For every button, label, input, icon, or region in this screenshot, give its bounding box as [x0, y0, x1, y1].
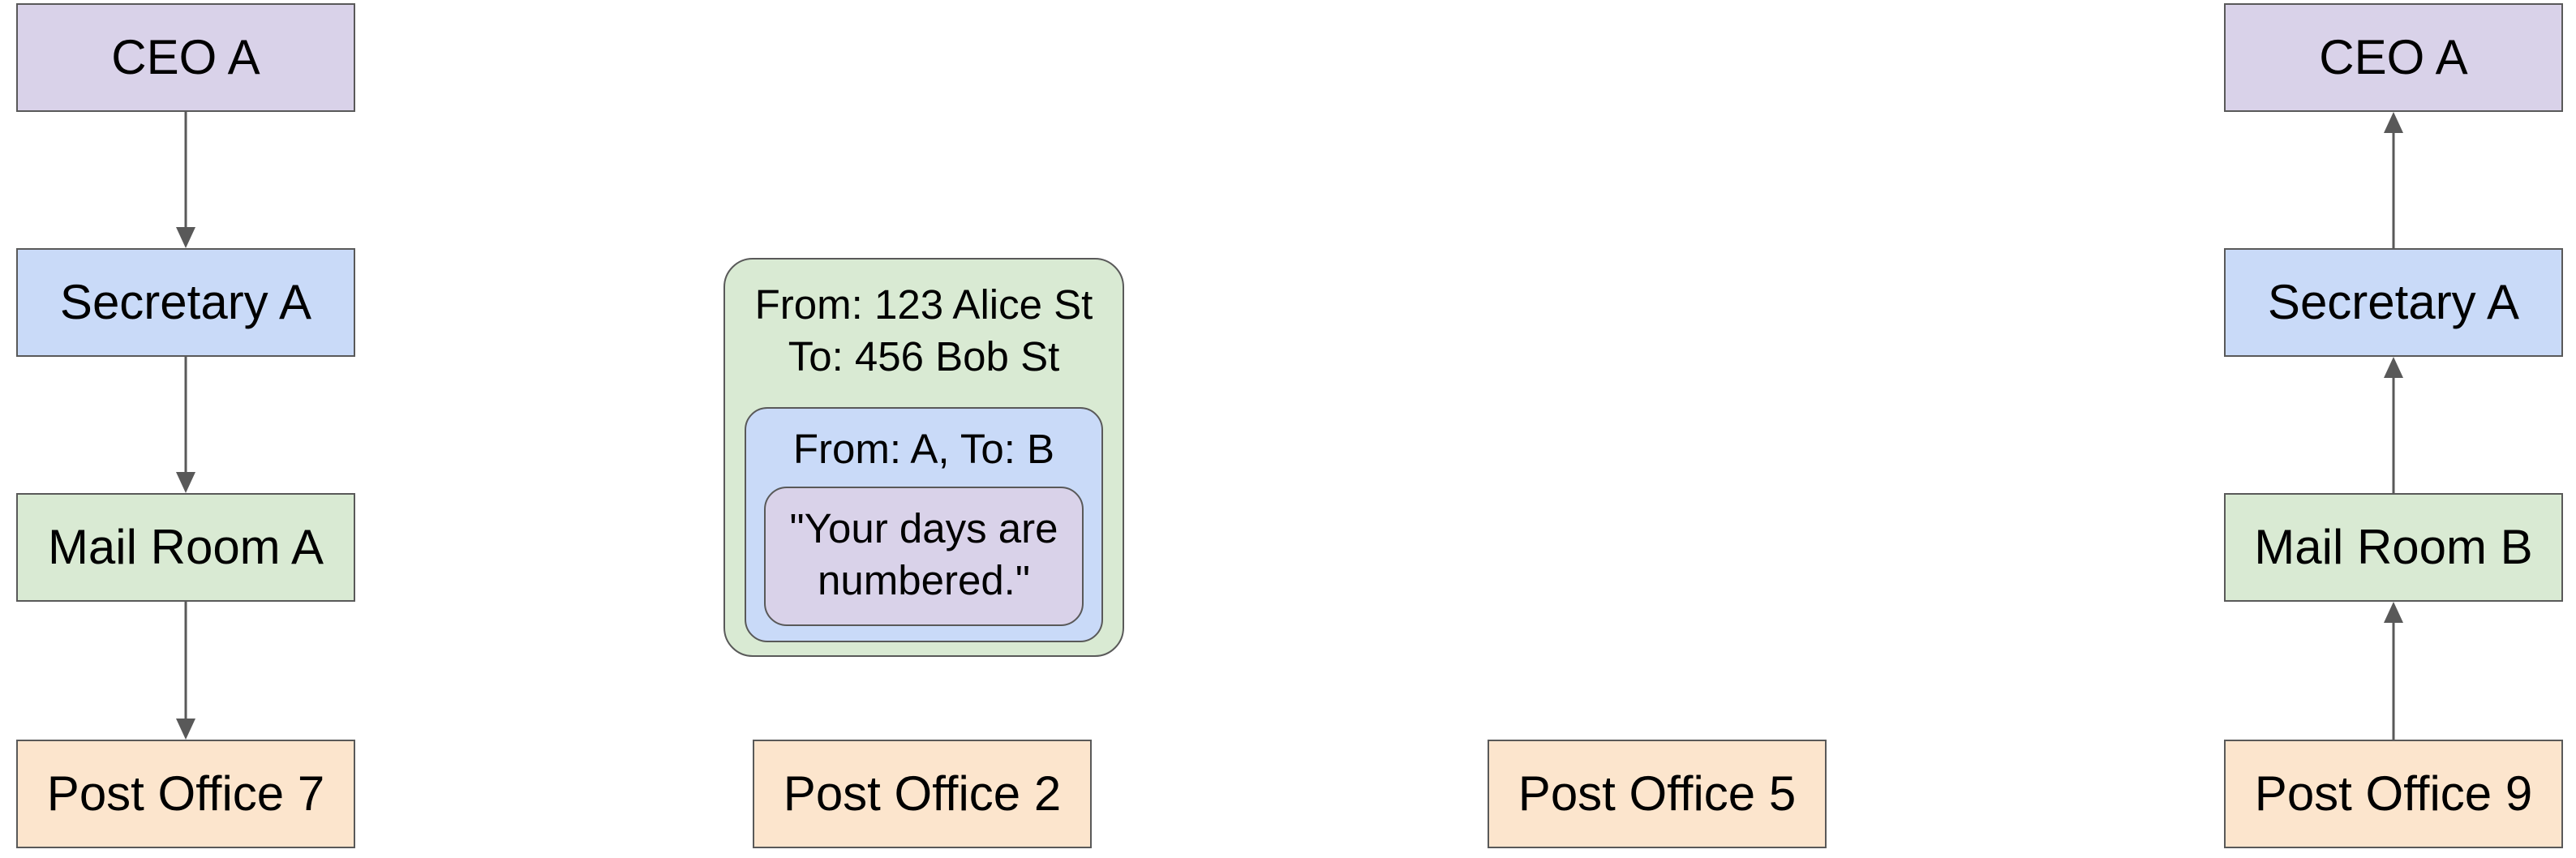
sender-ceo-box: CEO A — [16, 3, 355, 112]
message-line-1: "Your days are — [789, 505, 1058, 551]
envelope-to-address: To: 456 Bob St — [788, 333, 1060, 380]
sender-secretary-box: Secretary A — [16, 248, 355, 357]
sender-mail-room-box: Mail Room A — [16, 493, 355, 602]
sender-secretary-label: Secretary A — [59, 275, 312, 329]
sender-post-office-box: Post Office 7 — [16, 740, 355, 848]
sender-ceo-label: CEO A — [111, 30, 260, 84]
receiver-ceo-box: CEO A — [2224, 3, 2563, 112]
sender-post-office-label: Post Office 7 — [46, 766, 325, 821]
relay-post-office-box: Post Office 5 — [1488, 740, 1827, 848]
receiver-mail-room-label: Mail Room B — [2254, 520, 2533, 574]
arrowhead-up-1 — [2384, 602, 2403, 623]
receiver-ceo-label: CEO A — [2319, 30, 2468, 84]
envelope-from-address: From: 123 Alice St — [754, 281, 1093, 328]
receiver-secretary-box: Secretary A — [2224, 248, 2563, 357]
arrowhead-down-3 — [176, 719, 195, 740]
letter-header: From: A, To: B — [792, 426, 1055, 472]
receiver-post-office-label: Post Office 9 — [2254, 766, 2533, 821]
envelope-packet: From: 123 Alice St To: 456 Bob St From: … — [723, 258, 1124, 657]
receiver-secretary-label: Secretary A — [2267, 275, 2520, 329]
arrowhead-down-2 — [176, 472, 195, 493]
arrowhead-down-1 — [176, 227, 195, 248]
receiver-post-office-box: Post Office 9 — [2224, 740, 2563, 848]
relay-post-office-label: Post Office 5 — [1518, 766, 1797, 821]
letter-packet: From: A, To: B "Your days are numbered." — [745, 407, 1103, 642]
arrowhead-up-3 — [2384, 112, 2403, 133]
receiver-mail-room-box: Mail Room B — [2224, 493, 2563, 602]
arrowhead-up-2 — [2384, 357, 2403, 378]
transit-post-office-label: Post Office 2 — [783, 766, 1062, 821]
message-payload: "Your days are numbered." — [764, 487, 1084, 626]
sender-mail-room-label: Mail Room A — [47, 520, 324, 574]
transit-post-office-box: Post Office 2 — [753, 740, 1092, 848]
message-line-2: numbered." — [818, 557, 1030, 603]
